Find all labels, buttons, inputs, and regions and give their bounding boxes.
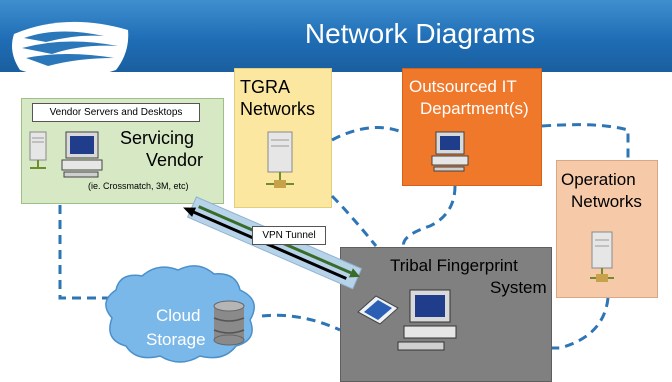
outsourced-it-box	[402, 68, 542, 186]
database-icon	[213, 300, 245, 346]
tribal-label-line1: Tribal Fingerprint	[390, 256, 518, 275]
link-outsourced-operation	[541, 123, 630, 160]
vendor-server-icon	[29, 131, 47, 169]
operation-server-icon	[590, 231, 614, 282]
vpn-tunnel-label: VPN Tunnel	[252, 226, 326, 245]
page-title: Network Diagrams	[304, 18, 536, 49]
link-tgra-outsourced	[331, 126, 403, 142]
tgra-server-icon	[266, 131, 294, 188]
link-operation-tribal	[552, 297, 610, 350]
link-cloud-tribal	[261, 313, 341, 332]
operation-label-line1: Operation	[561, 170, 636, 189]
vendor-label-line1: Servicing	[120, 128, 195, 148]
link-tgra-tribal	[330, 194, 378, 247]
tgra-label-line1: TGRA	[240, 77, 291, 97]
tribal-desktop-icon	[397, 289, 457, 351]
cloud-label-line1: Cloud	[156, 306, 201, 325]
fingerprint-scanner-icon	[357, 295, 399, 325]
link-outsourced-tribal	[402, 185, 457, 248]
outsourced-label-line2: Department(s)	[420, 99, 529, 118]
operation-label-line2: Networks	[571, 192, 642, 211]
logo-icon	[12, 21, 129, 78]
cloud-label-line2: Storage	[146, 330, 206, 349]
outsourced-label-line1: Outsourced IT	[409, 77, 517, 96]
outsourced-desktop-icon	[431, 131, 469, 172]
tgra-label-line2: Networks	[240, 99, 316, 119]
tribal-label-line2: System	[490, 278, 547, 297]
vendor-label-line2: Vendor	[146, 150, 204, 170]
vendor-examples-note: (ie. Crossmatch, 3M, etc)	[88, 181, 189, 191]
vendor-desktop-icon	[61, 131, 103, 178]
vendor-servers-tag: Vendor Servers and Desktops	[32, 103, 200, 122]
